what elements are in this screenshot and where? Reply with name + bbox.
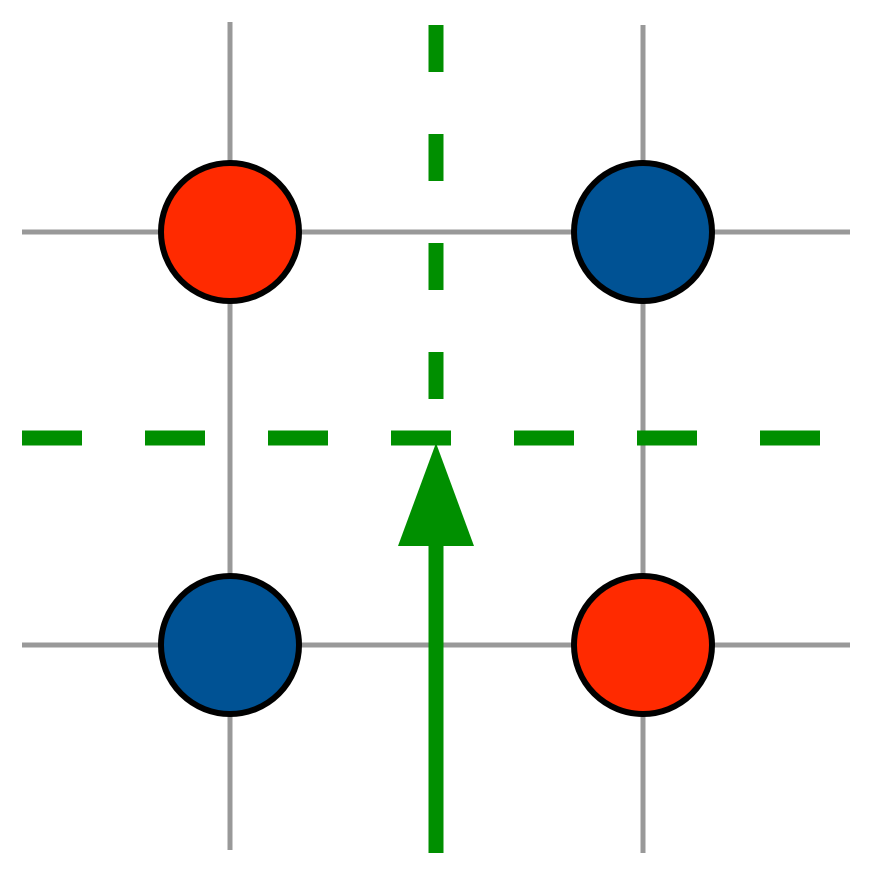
node-top-right-blue	[571, 160, 715, 304]
node-bottom-right-red	[571, 573, 715, 717]
arrow-head	[398, 443, 474, 546]
node-bottom-left-blue	[158, 573, 302, 717]
node-top-left-red	[158, 160, 302, 304]
nodes	[158, 160, 715, 717]
arrow	[398, 443, 474, 853]
dashed-lines	[22, 25, 850, 446]
